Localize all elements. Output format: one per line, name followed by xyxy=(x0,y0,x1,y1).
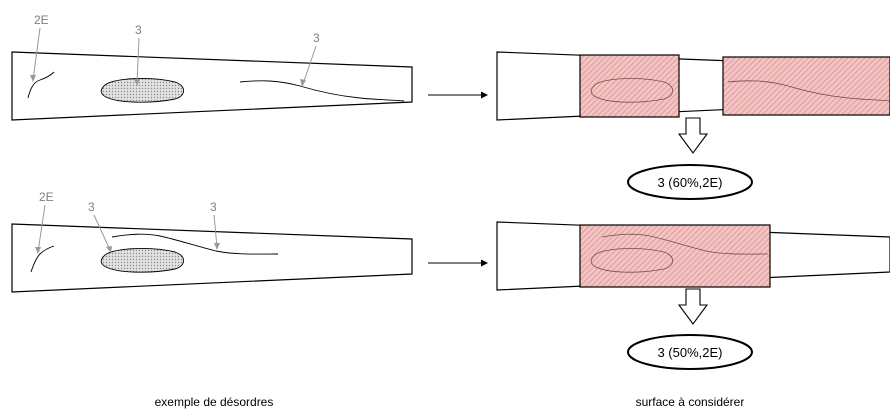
row1-callout-2e-arrowhead xyxy=(30,75,36,82)
row2-left-tapered-beam xyxy=(11,223,413,293)
right-arrow-icon xyxy=(428,259,488,267)
row2-label-3a: 3 xyxy=(88,200,95,214)
row2-right-crack-outline xyxy=(601,233,769,255)
down-arrow-icon xyxy=(677,288,709,325)
row2-callout-2e-arrowhead xyxy=(35,247,41,254)
row2-crack-2e xyxy=(30,245,55,273)
row2-patch-3 xyxy=(100,248,185,273)
row1-callout-3b-arrowhead xyxy=(300,79,306,87)
row1-hatched-zone-b xyxy=(722,56,890,116)
row1-left-tapered-beam xyxy=(11,51,413,121)
row1-right-patch-outline xyxy=(590,78,674,103)
caption-right: surface à considérer xyxy=(636,395,745,409)
row2-label-2e: 2E xyxy=(39,190,54,204)
row1-crack-2e xyxy=(27,71,55,99)
row2-callout-3a xyxy=(93,214,111,251)
row1-result-text: 3 (60%,2E) xyxy=(657,175,722,190)
row2-hatched-zone xyxy=(579,224,771,288)
row1-label-3a: 3 xyxy=(135,23,142,37)
row1-result-oval: 3 (60%,2E) xyxy=(627,164,753,200)
row1-hatched-zone-a xyxy=(579,54,680,118)
row1-callout-3a xyxy=(136,37,140,85)
row1-long-crack-3 xyxy=(239,80,405,102)
down-arrow-icon xyxy=(677,117,709,154)
row1-left-panel: 2E 3 3 xyxy=(11,13,413,121)
row2-right-panel xyxy=(496,221,890,291)
row1-patch-3 xyxy=(100,78,185,103)
row2-result-oval: 3 (50%,2E) xyxy=(627,334,753,370)
row1-label-2e: 2E xyxy=(34,13,49,27)
row1-right-crack-outline xyxy=(727,80,890,102)
row2-result-text: 3 (50%,2E) xyxy=(657,345,722,360)
row1-right-panel xyxy=(496,51,890,121)
row2-callout-3a-arrowhead xyxy=(106,246,112,253)
right-arrow-icon xyxy=(428,91,488,99)
row2-label-3b: 3 xyxy=(210,200,217,214)
row1-callout-2e xyxy=(32,27,41,81)
row2-callout-3b-arrowhead xyxy=(214,243,220,250)
row2-right-patch-outline xyxy=(590,248,674,273)
row2-callout-2e xyxy=(37,204,46,253)
row2-long-crack-3 xyxy=(111,233,279,255)
row1-label-3b: 3 xyxy=(313,31,320,45)
row2-callout-3b xyxy=(213,214,218,248)
caption-left: exemple de désordres xyxy=(155,395,274,409)
row1-callout-3a-arrowhead xyxy=(134,79,140,86)
row2-left-panel: 2E 3 3 xyxy=(11,190,413,293)
row1-callout-3b xyxy=(302,45,317,85)
